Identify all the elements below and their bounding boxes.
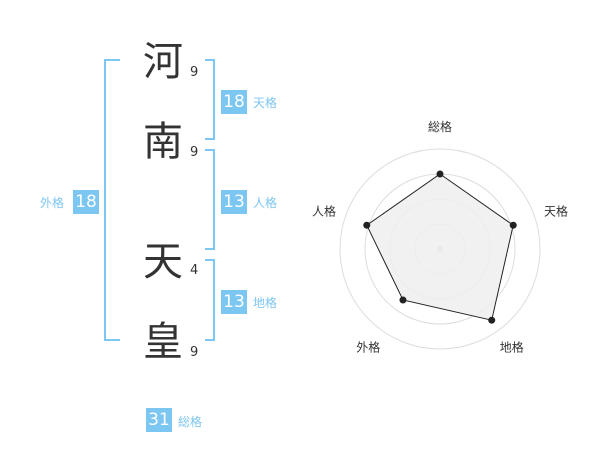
radar-axis-label: 外格 [356, 340, 380, 355]
tenkaku-label: 天格 [253, 96, 278, 110]
radar-axis-label: 総格 [428, 119, 452, 134]
chikaku-bracket-vertical [213, 259, 215, 341]
gaikaku-label: 外格 [40, 196, 65, 210]
stroke-count-4: 9 [190, 345, 199, 360]
gaikaku-bracket-bottom [104, 339, 120, 341]
stroke-count-1: 9 [190, 65, 199, 80]
jinkaku-bracket-top [205, 149, 215, 151]
tenkaku-bracket-vertical [213, 59, 215, 140]
name-char-3: 天 [143, 239, 183, 285]
stroke-count-3: 4 [190, 263, 199, 278]
jinkaku-value: 13 [221, 190, 247, 214]
gaikaku-value: 18 [73, 190, 99, 214]
radar-axis-label: 人格 [312, 203, 336, 218]
chikaku-label: 地格 [253, 296, 278, 310]
tenkaku-value: 18 [221, 90, 247, 114]
jinkaku-bracket-vertical [213, 149, 215, 250]
chikaku-bracket-top [205, 259, 215, 261]
name-char-1: 河 [143, 39, 183, 85]
radar-axis-label: 天格 [544, 203, 568, 218]
jinkaku-bracket-bottom [205, 248, 215, 250]
soukaku-value: 31 [146, 408, 172, 432]
tenkaku-bracket-bottom [205, 138, 215, 140]
radar-point [436, 170, 444, 178]
radar-point [363, 221, 371, 229]
tenkaku-bracket-top [205, 59, 215, 61]
radar-grid-ring [339, 148, 541, 350]
radar-value-polygon [366, 173, 514, 321]
name-char-4: 皇 [143, 319, 183, 365]
radar-point [488, 316, 496, 324]
gaikaku-bracket-vertical [104, 59, 106, 341]
stroke-count-2: 9 [190, 145, 199, 160]
chikaku-value: 13 [221, 290, 247, 314]
soukaku-label: 総格 [178, 415, 203, 429]
name-char-2: 南 [143, 119, 183, 165]
radar-axis-label: 地格 [500, 340, 524, 355]
jinkaku-label: 人格 [253, 196, 278, 210]
radar-point [399, 296, 407, 304]
gaikaku-bracket-top [104, 59, 120, 61]
chikaku-bracket-bottom [205, 339, 215, 341]
radar-point [509, 221, 517, 229]
